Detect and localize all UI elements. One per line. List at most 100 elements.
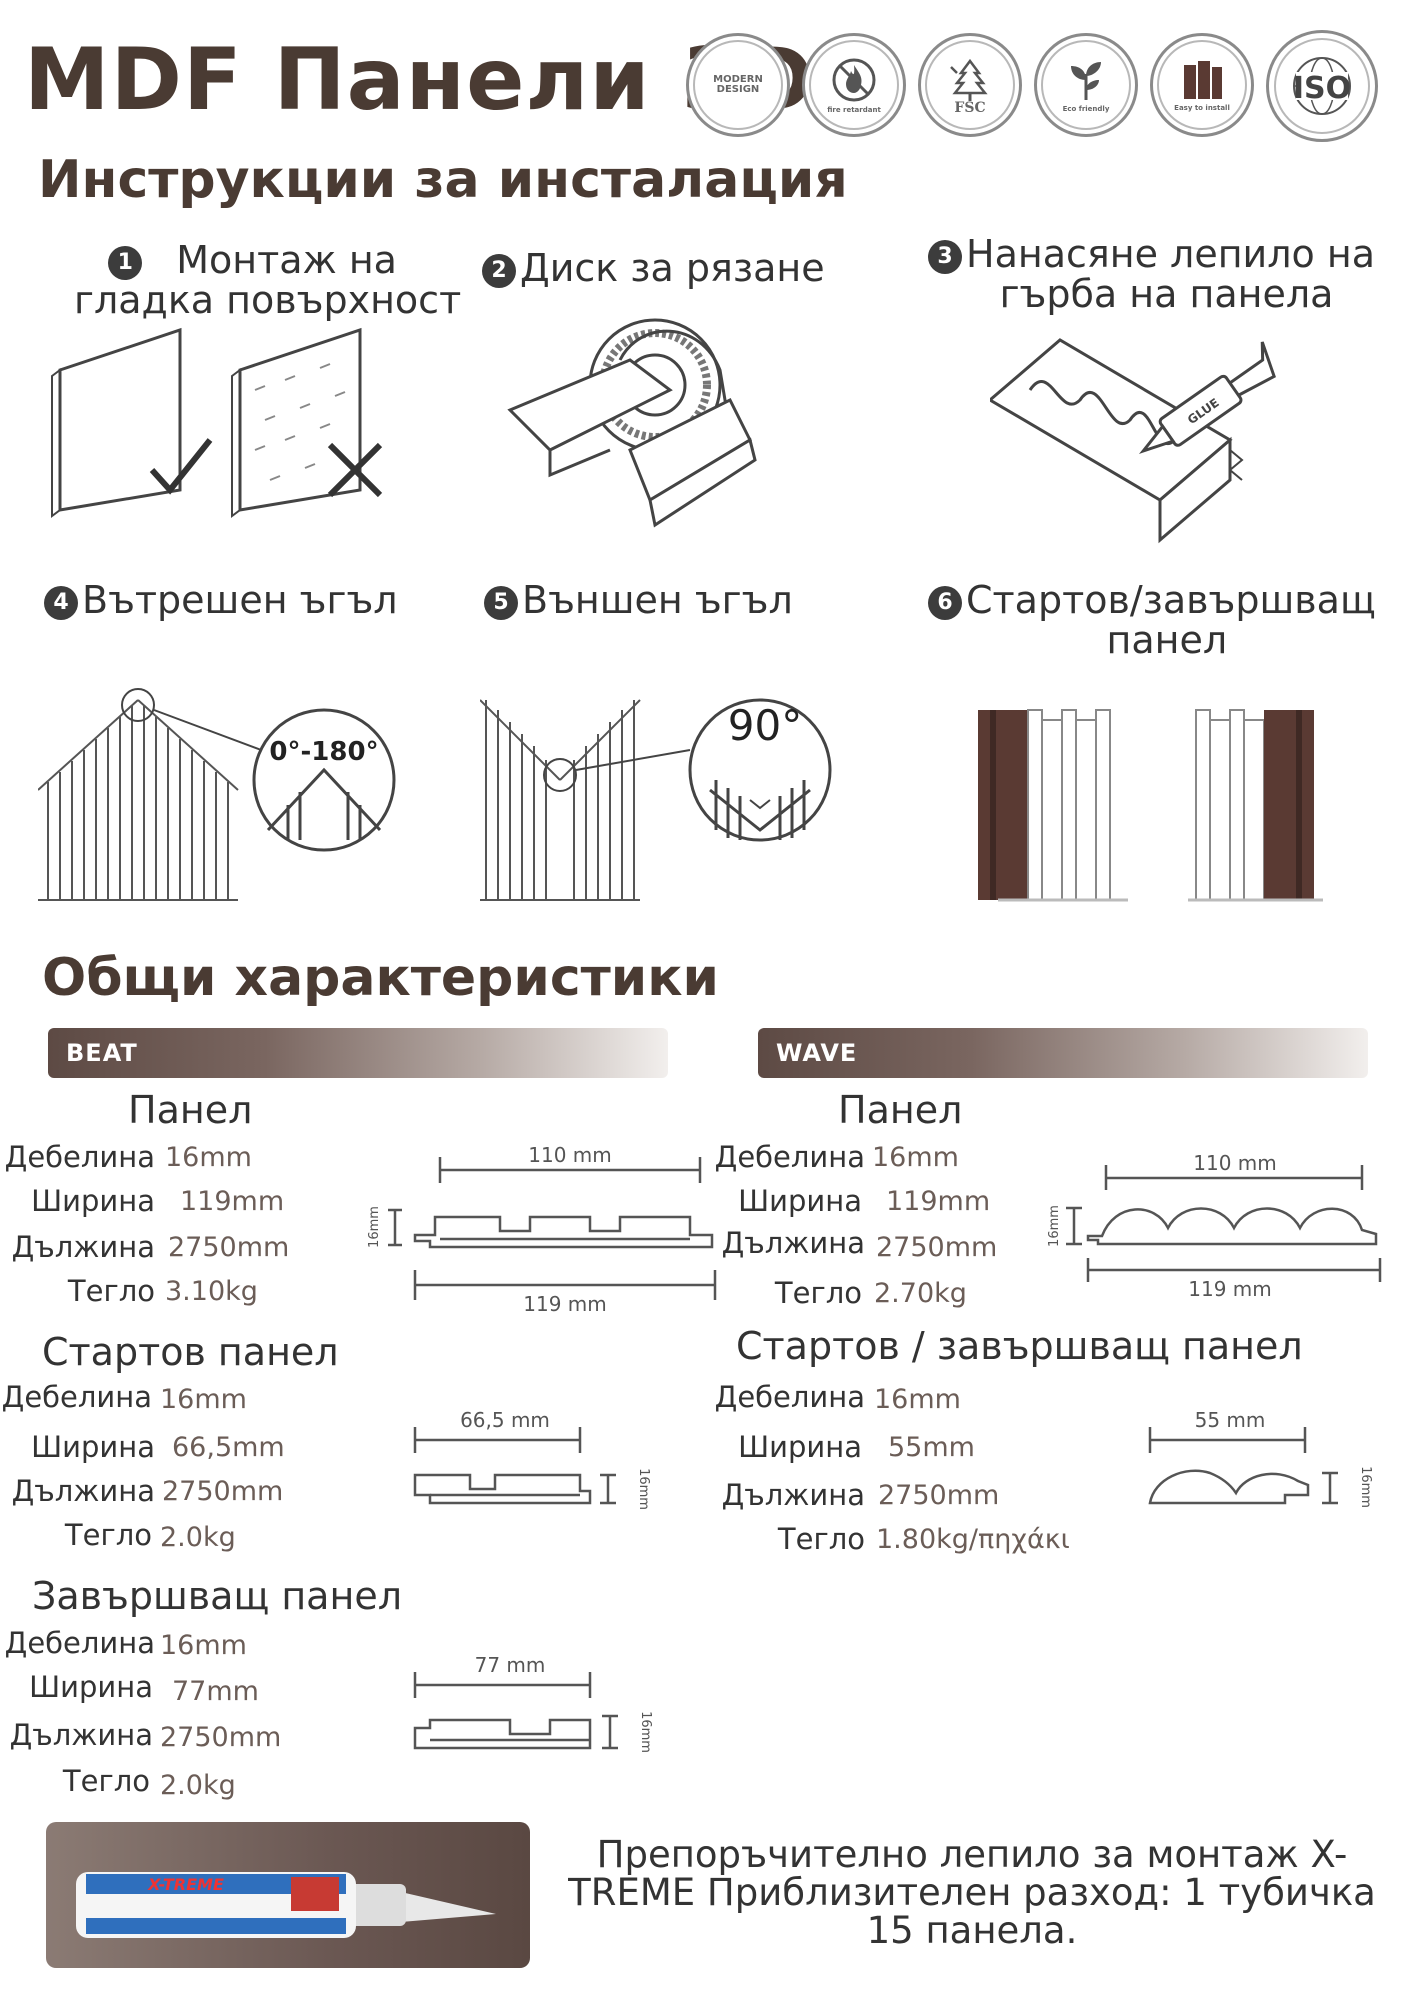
step-number: 2 — [482, 253, 516, 288]
svg-text:16mm: 16mm — [636, 1468, 651, 1510]
spec-value: 16mm — [160, 1384, 247, 1415]
spec-value: 2.70kg — [874, 1278, 967, 1309]
spec-label: Ширина — [738, 1430, 862, 1464]
beat-finish-profile-diagram: 77 mm 16mm — [413, 1653, 653, 1753]
svg-text:119 mm: 119 mm — [1188, 1277, 1272, 1301]
spec-value: 2750mm — [168, 1232, 290, 1263]
step-number: 5 — [484, 585, 518, 620]
glue-recommendation-text: Препоръчително лепило за монтаж X-TREME … — [568, 1833, 1376, 1952]
spec-label: Дебелина — [714, 1140, 865, 1174]
spec-label: Дебелина — [714, 1380, 865, 1414]
wave-bar: WAVE — [758, 1028, 1368, 1078]
inner-corner-illustration: 0°-180° — [38, 688, 396, 901]
svg-text:90°: 90° — [728, 701, 802, 750]
svg-text:16mm: 16mm — [1047, 1205, 1062, 1247]
wave-starter-profile-diagram: 55 mm 16mm — [1148, 1408, 1373, 1508]
badge-eco: Eco friendly — [1034, 33, 1138, 137]
spec-label: Дължина — [11, 1230, 155, 1264]
spec-value: 119mm — [886, 1186, 991, 1217]
svg-text:77 mm: 77 mm — [475, 1653, 546, 1677]
spec-value: 2750mm — [162, 1476, 284, 1507]
spec-label: Ширина — [29, 1670, 153, 1704]
spec-value: 2750mm — [876, 1232, 998, 1263]
wave-panel-profile-diagram: 110 mm 119 mm 16mm — [1047, 1151, 1382, 1301]
wave-starter-title: Стартов / завършващ панел — [736, 1324, 1303, 1368]
badge-fsc: FSC — [918, 33, 1022, 137]
spec-label: Тегло — [67, 1274, 155, 1308]
spec-value: 2750mm — [160, 1722, 282, 1753]
smooth-surface-illustration — [51, 327, 383, 518]
spec-label: Ширина — [31, 1184, 155, 1218]
spec-value: 2750mm — [878, 1480, 1000, 1511]
badge-iso: ISO — [1266, 30, 1378, 142]
beat-starter-title: Стартов панел — [42, 1330, 339, 1374]
beat-panel-title: Панел — [128, 1088, 253, 1132]
spec-label: Дължина — [11, 1474, 155, 1508]
spec-value: 3.10kg — [165, 1276, 258, 1307]
spec-label: Дължина — [9, 1718, 153, 1752]
beat-bar: BEAT — [48, 1028, 668, 1078]
spec-label: Дължина — [721, 1226, 865, 1260]
eco-leaf-icon — [1071, 62, 1101, 100]
spec-value: 2.0kg — [160, 1770, 236, 1801]
spec-label: Дебелина — [1, 1380, 152, 1414]
spec-label: Дебелина — [4, 1140, 155, 1174]
badge-panels: Easy to install — [1150, 33, 1254, 137]
wave-panel-title: Панел — [838, 1088, 963, 1132]
starter-finish-panel-illustration — [978, 709, 1323, 902]
svg-text:0°-180°: 0°-180° — [269, 737, 378, 767]
spec-value: 16mm — [160, 1630, 247, 1661]
step-number: 4 — [44, 585, 78, 620]
svg-text:66,5 mm: 66,5 mm — [460, 1408, 550, 1432]
svg-text:16mm: 16mm — [367, 1206, 382, 1248]
spec-value: 16mm — [874, 1384, 961, 1415]
svg-text:ISO: ISO — [1293, 71, 1351, 106]
modern-design-icon: MODERN DESIGN — [713, 74, 763, 95]
svg-text:16mm: 16mm — [1358, 1466, 1373, 1508]
beat-starter-profile-diagram: 66,5 mm 16mm — [413, 1408, 651, 1510]
beat-finish-title: Завършващ панел — [32, 1574, 402, 1618]
check-icon — [149, 438, 213, 495]
badge-fire: fire retardant — [802, 33, 906, 137]
page-title: MDF Панели 3D — [24, 30, 815, 130]
spec-value: 55mm — [888, 1432, 975, 1463]
spec-label: Ширина — [31, 1430, 155, 1464]
install-heading: Инструкции за инсталация — [38, 150, 848, 210]
beat-panel-profile-diagram: 110 mm 119 mm 16mm — [367, 1143, 717, 1315]
step-number: 1 — [108, 245, 143, 280]
step-number: 3 — [928, 239, 962, 274]
spec-value: 66,5mm — [172, 1432, 285, 1463]
fsc-tree-icon — [950, 58, 988, 101]
glue-application-illustration: GLUE — [990, 338, 1276, 544]
spec-label: Тегло — [64, 1518, 152, 1552]
svg-text:119 mm: 119 mm — [523, 1292, 607, 1315]
spec-label: Ширина — [738, 1184, 862, 1218]
saw-illustration — [507, 318, 757, 528]
svg-text:X-TREME: X-TREME — [147, 1875, 224, 1894]
spec-label: Дебелина — [4, 1626, 155, 1660]
fire-resistant-icon — [832, 58, 876, 102]
spec-label: Дължина — [721, 1478, 865, 1512]
spec-value: 119mm — [180, 1186, 285, 1217]
svg-text:110 mm: 110 mm — [1193, 1151, 1277, 1175]
spec-value: 77mm — [172, 1676, 259, 1707]
svg-text:16mm: 16mm — [638, 1711, 653, 1753]
glue-product-banner: X-TREME — [46, 1822, 530, 1968]
spec-label: Тегло — [777, 1522, 865, 1556]
specs-heading: Общи характеристики — [42, 948, 719, 1008]
svg-text:55 mm: 55 mm — [1195, 1408, 1266, 1432]
panels-icon — [1184, 61, 1222, 99]
spec-value: 16mm — [165, 1142, 252, 1173]
cross-icon — [327, 442, 383, 498]
spec-label: Тегло — [62, 1764, 150, 1798]
badge-modern-design: MODERN DESIGN — [686, 33, 790, 137]
iso-globe-icon: ISO — [1293, 57, 1351, 115]
step-number: 6 — [928, 585, 962, 620]
spec-value: 16mm — [872, 1142, 959, 1173]
